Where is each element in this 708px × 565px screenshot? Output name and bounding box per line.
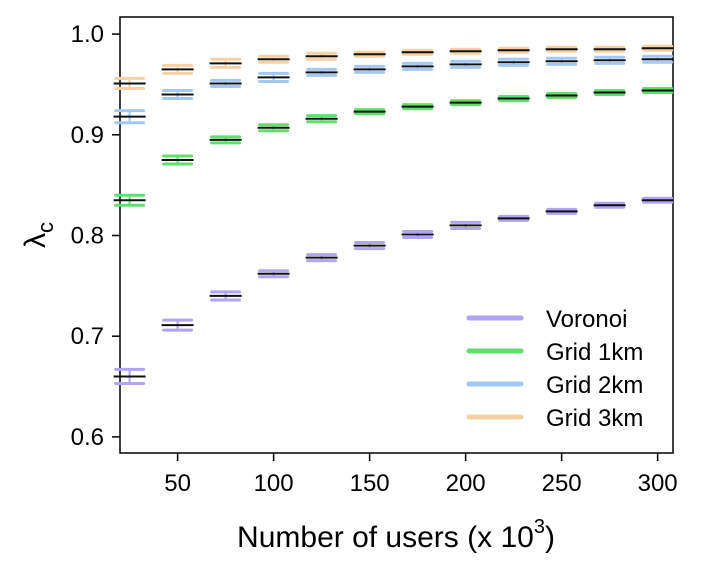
data-point [641, 44, 674, 52]
data-point [305, 67, 338, 77]
data-point [593, 55, 626, 65]
legend-label: Grid 3km [546, 405, 643, 432]
x-tick-label: 250 [542, 470, 582, 497]
data-point [305, 114, 338, 124]
series-grid-1km [113, 86, 674, 207]
data-point [353, 108, 386, 116]
data-point [209, 290, 242, 302]
data-point [305, 51, 338, 61]
axes: 50 100 150 200 250 300 0.6 0.7 0.8 0.9 1.0 [71, 21, 678, 497]
series-grid-3km [113, 44, 674, 90]
data-point [641, 54, 674, 64]
data-point [257, 54, 290, 64]
data-point [305, 253, 338, 263]
y-tick-label: 0.8 [71, 223, 104, 250]
x-tick-label: 50 [164, 470, 191, 497]
data-point [161, 318, 194, 332]
data-point [497, 214, 530, 222]
legend-label: Grid 2km [546, 372, 643, 399]
data-point [353, 241, 386, 251]
data-point [161, 63, 194, 75]
data-point [641, 86, 674, 95]
y-tick-label: 0.6 [71, 424, 104, 451]
x-tick-label: 300 [638, 470, 678, 497]
data-point [449, 59, 482, 69]
data-point [353, 64, 386, 74]
data-point [545, 45, 578, 53]
data-point [593, 201, 626, 209]
x-axis-title-superscript: 3 [534, 516, 545, 538]
data-point [545, 56, 578, 66]
x-axis-title: Number of users (x 103) [237, 516, 555, 554]
y-tick-label: 0.9 [71, 122, 104, 149]
legend-label: Voronoi [546, 306, 627, 333]
data-point [353, 50, 386, 58]
data-point [113, 193, 146, 207]
x-axis-title-close: ) [545, 521, 555, 554]
x-tick-label: 100 [254, 470, 294, 497]
data-point [593, 45, 626, 53]
data-point [257, 71, 290, 83]
x-tick-label: 150 [350, 470, 390, 497]
data-point [545, 92, 578, 100]
data-point [401, 229, 434, 240]
data-point [497, 46, 530, 54]
series-voronoi [113, 196, 674, 386]
data-point [401, 103, 434, 111]
data-point [161, 89, 194, 101]
data-point [449, 99, 482, 107]
data-point [113, 367, 146, 386]
data-point [209, 135, 242, 145]
data-point [401, 61, 434, 71]
series-grid-2km [113, 54, 674, 125]
data-point [497, 95, 530, 103]
data-point [593, 89, 626, 97]
data-point [113, 109, 146, 125]
data-point [113, 76, 146, 90]
data-point [449, 47, 482, 55]
data-point [641, 196, 674, 204]
data-point [257, 123, 290, 133]
y-tick-label: 1.0 [71, 21, 104, 48]
y-axis-title: λc [19, 222, 58, 248]
data-point [257, 269, 290, 279]
y-tick-label: 0.7 [71, 323, 104, 350]
data-point [209, 57, 242, 69]
data-point [401, 48, 434, 56]
legend-label: Grid 1km [546, 339, 643, 366]
data-point [497, 57, 530, 67]
data-point [209, 78, 242, 88]
y-axis-title-subscript: c [33, 222, 58, 233]
x-tick-label: 200 [446, 470, 486, 497]
data-marks [113, 44, 674, 386]
data-point [161, 154, 194, 166]
data-point [545, 207, 578, 215]
data-point [449, 220, 482, 230]
